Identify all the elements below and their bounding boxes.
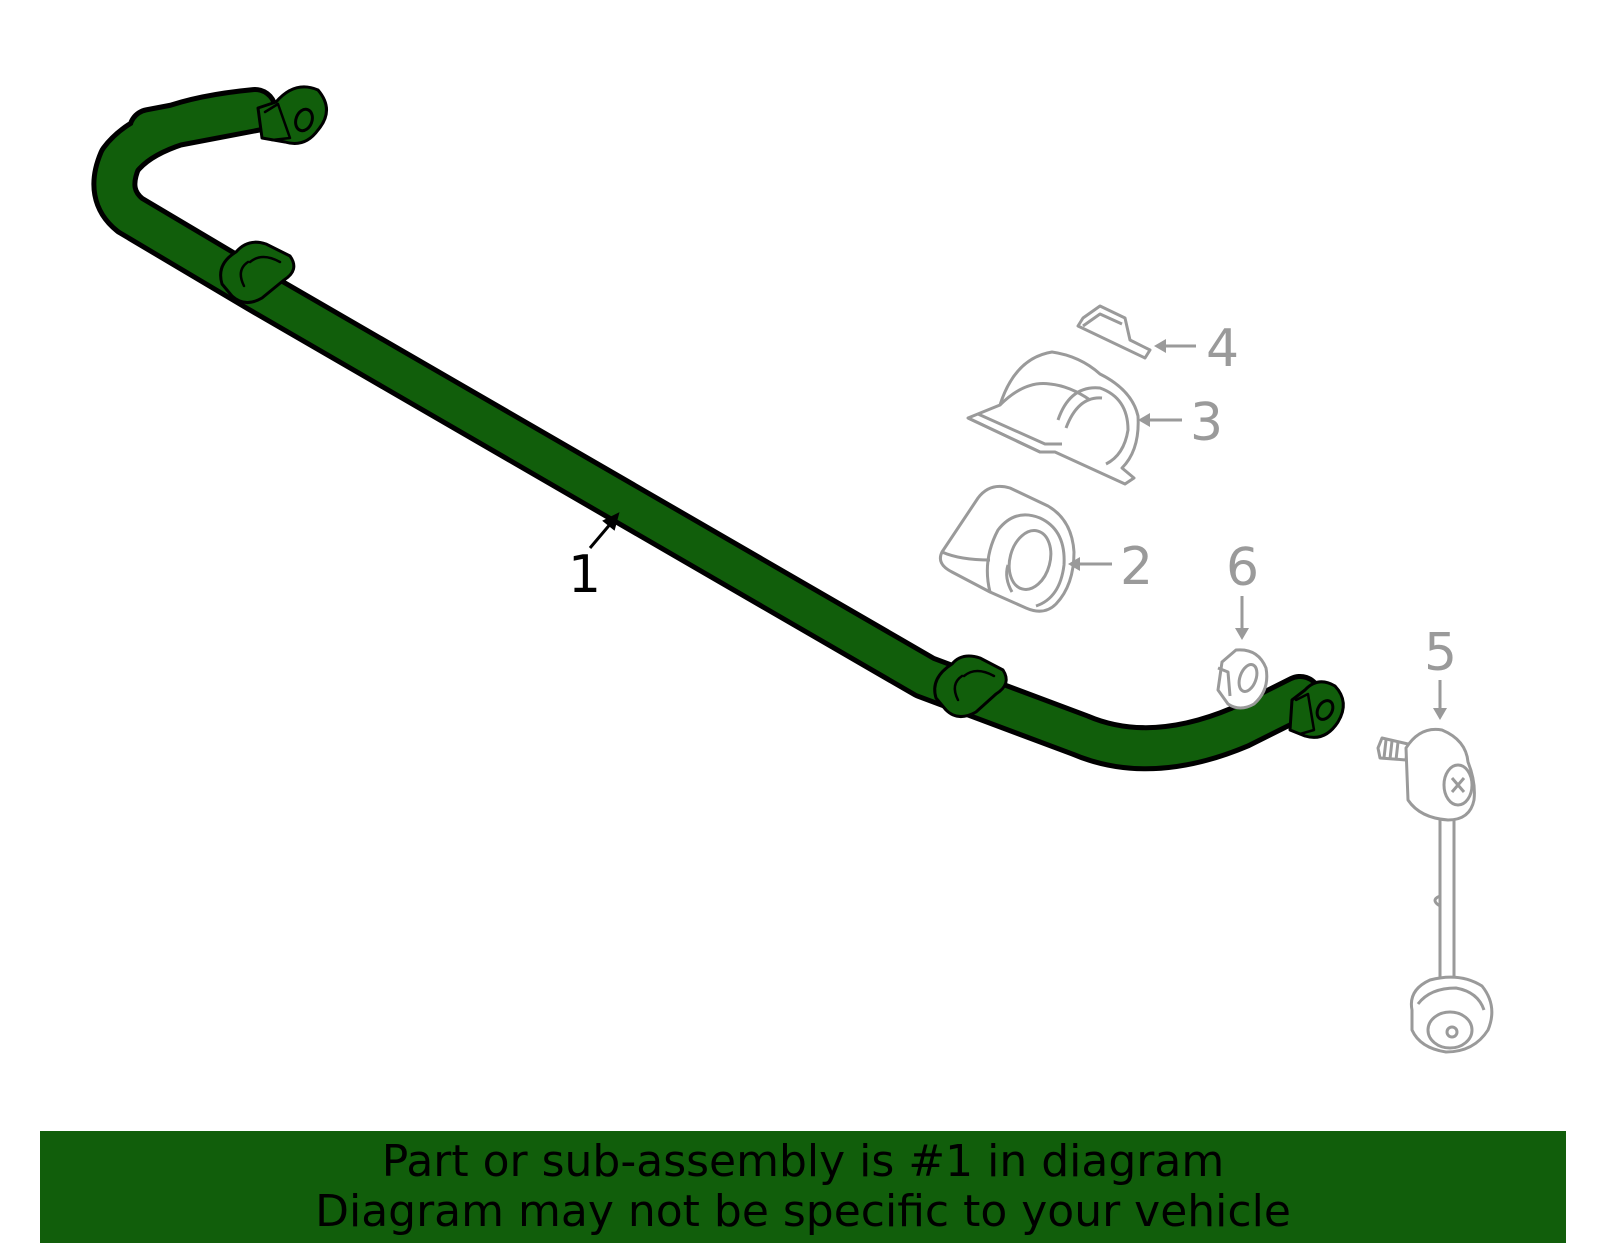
callout-4-arrowhead: [1154, 339, 1166, 353]
link-upper-cap: [1442, 763, 1474, 807]
bushing-bracket-inner: [998, 381, 1091, 407]
stabilizer-link[interactable]: [1376, 727, 1494, 1054]
callout-6-label: 6: [1226, 538, 1259, 598]
callout-2-label: 2: [1120, 537, 1153, 597]
bushing[interactable]: [938, 484, 1076, 613]
callout-3-arrowhead: [1138, 413, 1150, 427]
bar-body: [96, 92, 1318, 767]
nut-body: [1216, 648, 1269, 710]
link-lower-cap: [1426, 1010, 1474, 1050]
link-shaft: [1438, 798, 1456, 1002]
callout-6-arrowhead: [1235, 628, 1249, 640]
nut-flange: [1217, 666, 1232, 697]
callout-1-arrowhead: [602, 512, 620, 531]
callout-3-label: 3: [1190, 393, 1223, 453]
bar-left-collar: [219, 240, 296, 304]
info-banner: Part or sub-assembly is #1 in diagram Di…: [40, 1131, 1566, 1243]
bushing-back-edge: [941, 550, 991, 562]
link-upper-cap-detail: [1450, 777, 1466, 793]
stabilizer-bar[interactable]: [91, 85, 1345, 772]
bar-left-collar-edge: [239, 255, 282, 288]
nut[interactable]: [1216, 648, 1269, 710]
callout-1: 1: [568, 512, 620, 605]
bushing-bracket-flange: [967, 412, 1062, 454]
callout-2-arrowhead: [1068, 557, 1080, 571]
bracket-plate-shape: [1076, 304, 1152, 360]
callout-6: 6: [1226, 538, 1259, 640]
banner-line-disclaimer: Diagram may not be specific to your vehi…: [315, 1186, 1291, 1237]
banner-line-part: Part or sub-assembly is #1 in diagram: [381, 1136, 1225, 1187]
bar-right-end-flat: [1294, 692, 1316, 736]
callout-3: 3: [1138, 393, 1223, 453]
bar-left-end-flat: [263, 102, 292, 142]
bar-right-end-hole: [1315, 699, 1335, 721]
bar-right-collar: [933, 654, 1008, 718]
callout-5-label: 5: [1424, 623, 1457, 683]
callout-2: 2: [1068, 537, 1153, 597]
bushing-bracket[interactable]: [966, 350, 1140, 486]
callout-1-leader: [588, 521, 614, 549]
link-upper-stud-thread: [1382, 739, 1400, 761]
callout-4-label: 4: [1206, 319, 1239, 379]
bushing-slit: [1005, 564, 1014, 593]
link-shaft-clip: [1433, 894, 1441, 908]
link-lower-cap-center: [1445, 1025, 1459, 1039]
bar-left-end-eye: [256, 85, 328, 145]
callout-4: 4: [1154, 319, 1239, 379]
callout-1-label: 1: [568, 545, 601, 605]
bushing-hole: [1007, 529, 1053, 591]
link-lower-joint-rim: [1416, 986, 1486, 1011]
bracket-plate[interactable]: [1076, 304, 1152, 360]
bar-right-collar-edge: [953, 669, 996, 702]
bushing-face: [985, 513, 1066, 608]
link-upper-joint: [1404, 727, 1476, 822]
bar-left-end-hole: [294, 107, 314, 133]
bushing-bracket-shape: [966, 350, 1140, 486]
callout-5: 5: [1424, 623, 1457, 720]
nut-hole: [1237, 663, 1259, 693]
bushing-bracket-arch: [1056, 386, 1130, 466]
bracket-plate-edge: [1082, 312, 1123, 328]
callout-5-arrowhead: [1433, 708, 1447, 720]
